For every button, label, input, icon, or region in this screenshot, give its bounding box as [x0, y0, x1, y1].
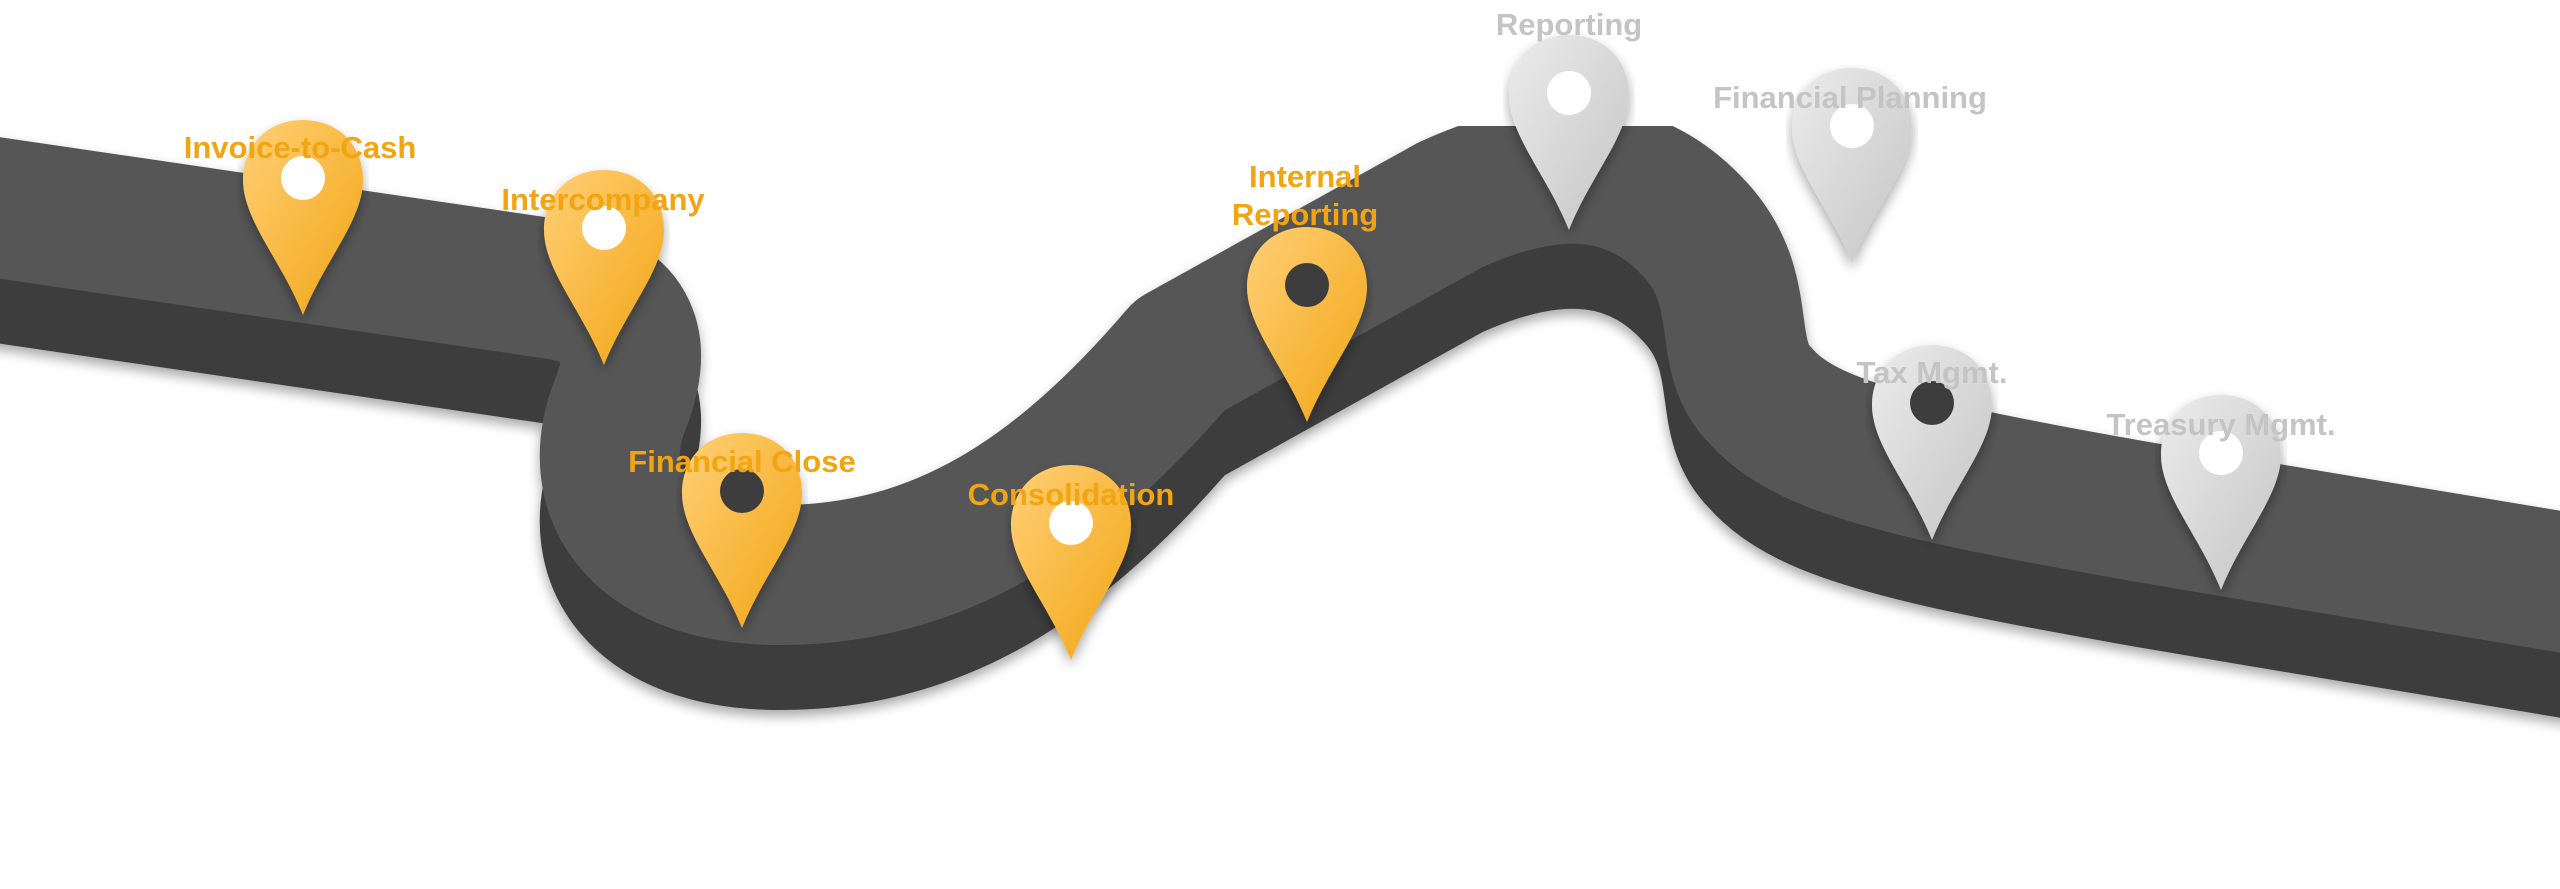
right-arrow-icon — [401, 501, 523, 524]
milestone-label: Intercompany — [501, 182, 705, 217]
location-pin-icon — [1011, 465, 1131, 660]
location-pin-icon — [1247, 227, 1367, 422]
road-label-3: Financial Data — [2074, 711, 2388, 784]
milestone-label: Tax Mgmt. — [1857, 355, 2008, 390]
right-arrow-icon — [2266, 758, 2388, 784]
milestone-label-line: Tax Mgmt. — [1857, 355, 2008, 390]
location-pin-icon — [243, 120, 363, 315]
milestone-label-line: Reporting — [1232, 197, 1378, 232]
road-label-text: Financial Data — [830, 821, 1007, 851]
milestone-label: Financial Close — [628, 444, 855, 479]
milestone-label-line: Consolidation — [968, 477, 1175, 512]
milestone-label: Consolidation — [968, 477, 1175, 512]
milestone-label-line: Internal — [1249, 159, 1361, 194]
road-label-2: Financial Data — [830, 597, 1407, 851]
milestone-label-line: Financial Planning — [1713, 80, 1987, 115]
road-label-1: Financial Data — [209, 454, 523, 524]
road-label-text: Financial Data — [209, 454, 388, 508]
curved-up-arrow-icon — [1059, 597, 1407, 835]
milestone-financial-planning[interactable]: Financial Planning — [1713, 68, 1987, 263]
location-pin-icon — [1509, 35, 1629, 230]
milestone-label-line: Invoice-to-Cash — [184, 130, 417, 165]
milestone-label-line: Intercompany — [501, 182, 705, 217]
milestone-label: Treasury Mgmt. — [2106, 407, 2335, 442]
location-pin-icon — [1792, 68, 1912, 263]
road-surface — [0, 103, 2560, 653]
milestone-label: ExternalReporting — [1496, 0, 1642, 42]
milestone-treasury-mgmt[interactable]: Treasury Mgmt. — [2106, 395, 2336, 590]
road-label-text: Financial Data — [2074, 711, 2253, 765]
milestone-consolidation[interactable]: Consolidation — [968, 465, 1175, 660]
milestone-external-reporting[interactable]: ExternalReporting — [1496, 0, 1642, 230]
location-pin-icon — [544, 170, 664, 365]
road — [0, 103, 2560, 718]
milestone-label-line: Treasury Mgmt. — [2106, 407, 2335, 442]
milestone-invoice-to-cash[interactable]: Invoice-to-Cash — [184, 120, 417, 315]
milestone-label: Invoice-to-Cash — [184, 130, 417, 165]
milestone-label: Financial Planning — [1713, 80, 1987, 115]
milestone-tax-mgmt[interactable]: Tax Mgmt. — [1857, 345, 2008, 540]
location-pin-icon — [2161, 395, 2281, 590]
milestone-label-line: External — [1508, 0, 1630, 4]
milestone-intercompany[interactable]: Intercompany — [501, 170, 705, 365]
location-pin-icon — [1872, 345, 1992, 540]
location-pin-icon — [682, 433, 802, 628]
milestone-label-line: Reporting — [1496, 7, 1642, 42]
milestone-financial-close[interactable]: Financial Close — [628, 433, 856, 628]
milestone-label-line: Financial Close — [628, 444, 855, 479]
